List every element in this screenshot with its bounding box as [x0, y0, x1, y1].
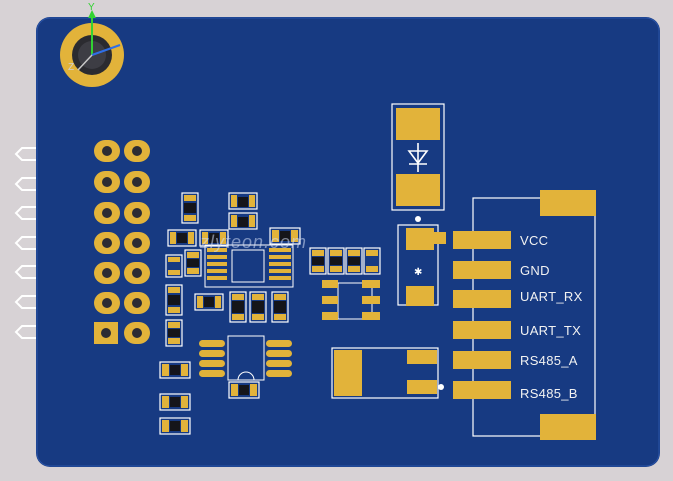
label-rs485-b: RS485_B: [520, 386, 578, 401]
crystal-footprint: [331, 347, 444, 399]
svg-text:✱: ✱: [414, 267, 422, 278]
edge-connector-outline: [472, 190, 596, 440]
axis-gizmo-icon: [77, 10, 121, 71]
watermark-text: zlyteon.com: [200, 232, 308, 252]
diode-footprint: [391, 103, 445, 211]
axis-y-label: Y: [88, 2, 95, 13]
label-vcc: VCC: [520, 233, 549, 248]
smd-components: [159, 192, 381, 435]
diode-symbol-icon: [407, 143, 429, 172]
label-gnd: GND: [520, 263, 550, 278]
label-uart-rx: UART_RX: [520, 289, 583, 304]
ic-footprint-soic: [199, 335, 292, 381]
ic-footprint-main: [204, 244, 294, 288]
ic-footprint-sot: [322, 280, 380, 320]
transistor-footprint: ✱: [397, 216, 464, 306]
label-rs485-a: RS485_A: [520, 353, 578, 368]
connector-pads: [453, 231, 511, 399]
header-pin-stubs: [14, 147, 36, 339]
axis-z-label: Z: [68, 62, 75, 73]
label-uart-tx: UART_TX: [520, 323, 582, 338]
